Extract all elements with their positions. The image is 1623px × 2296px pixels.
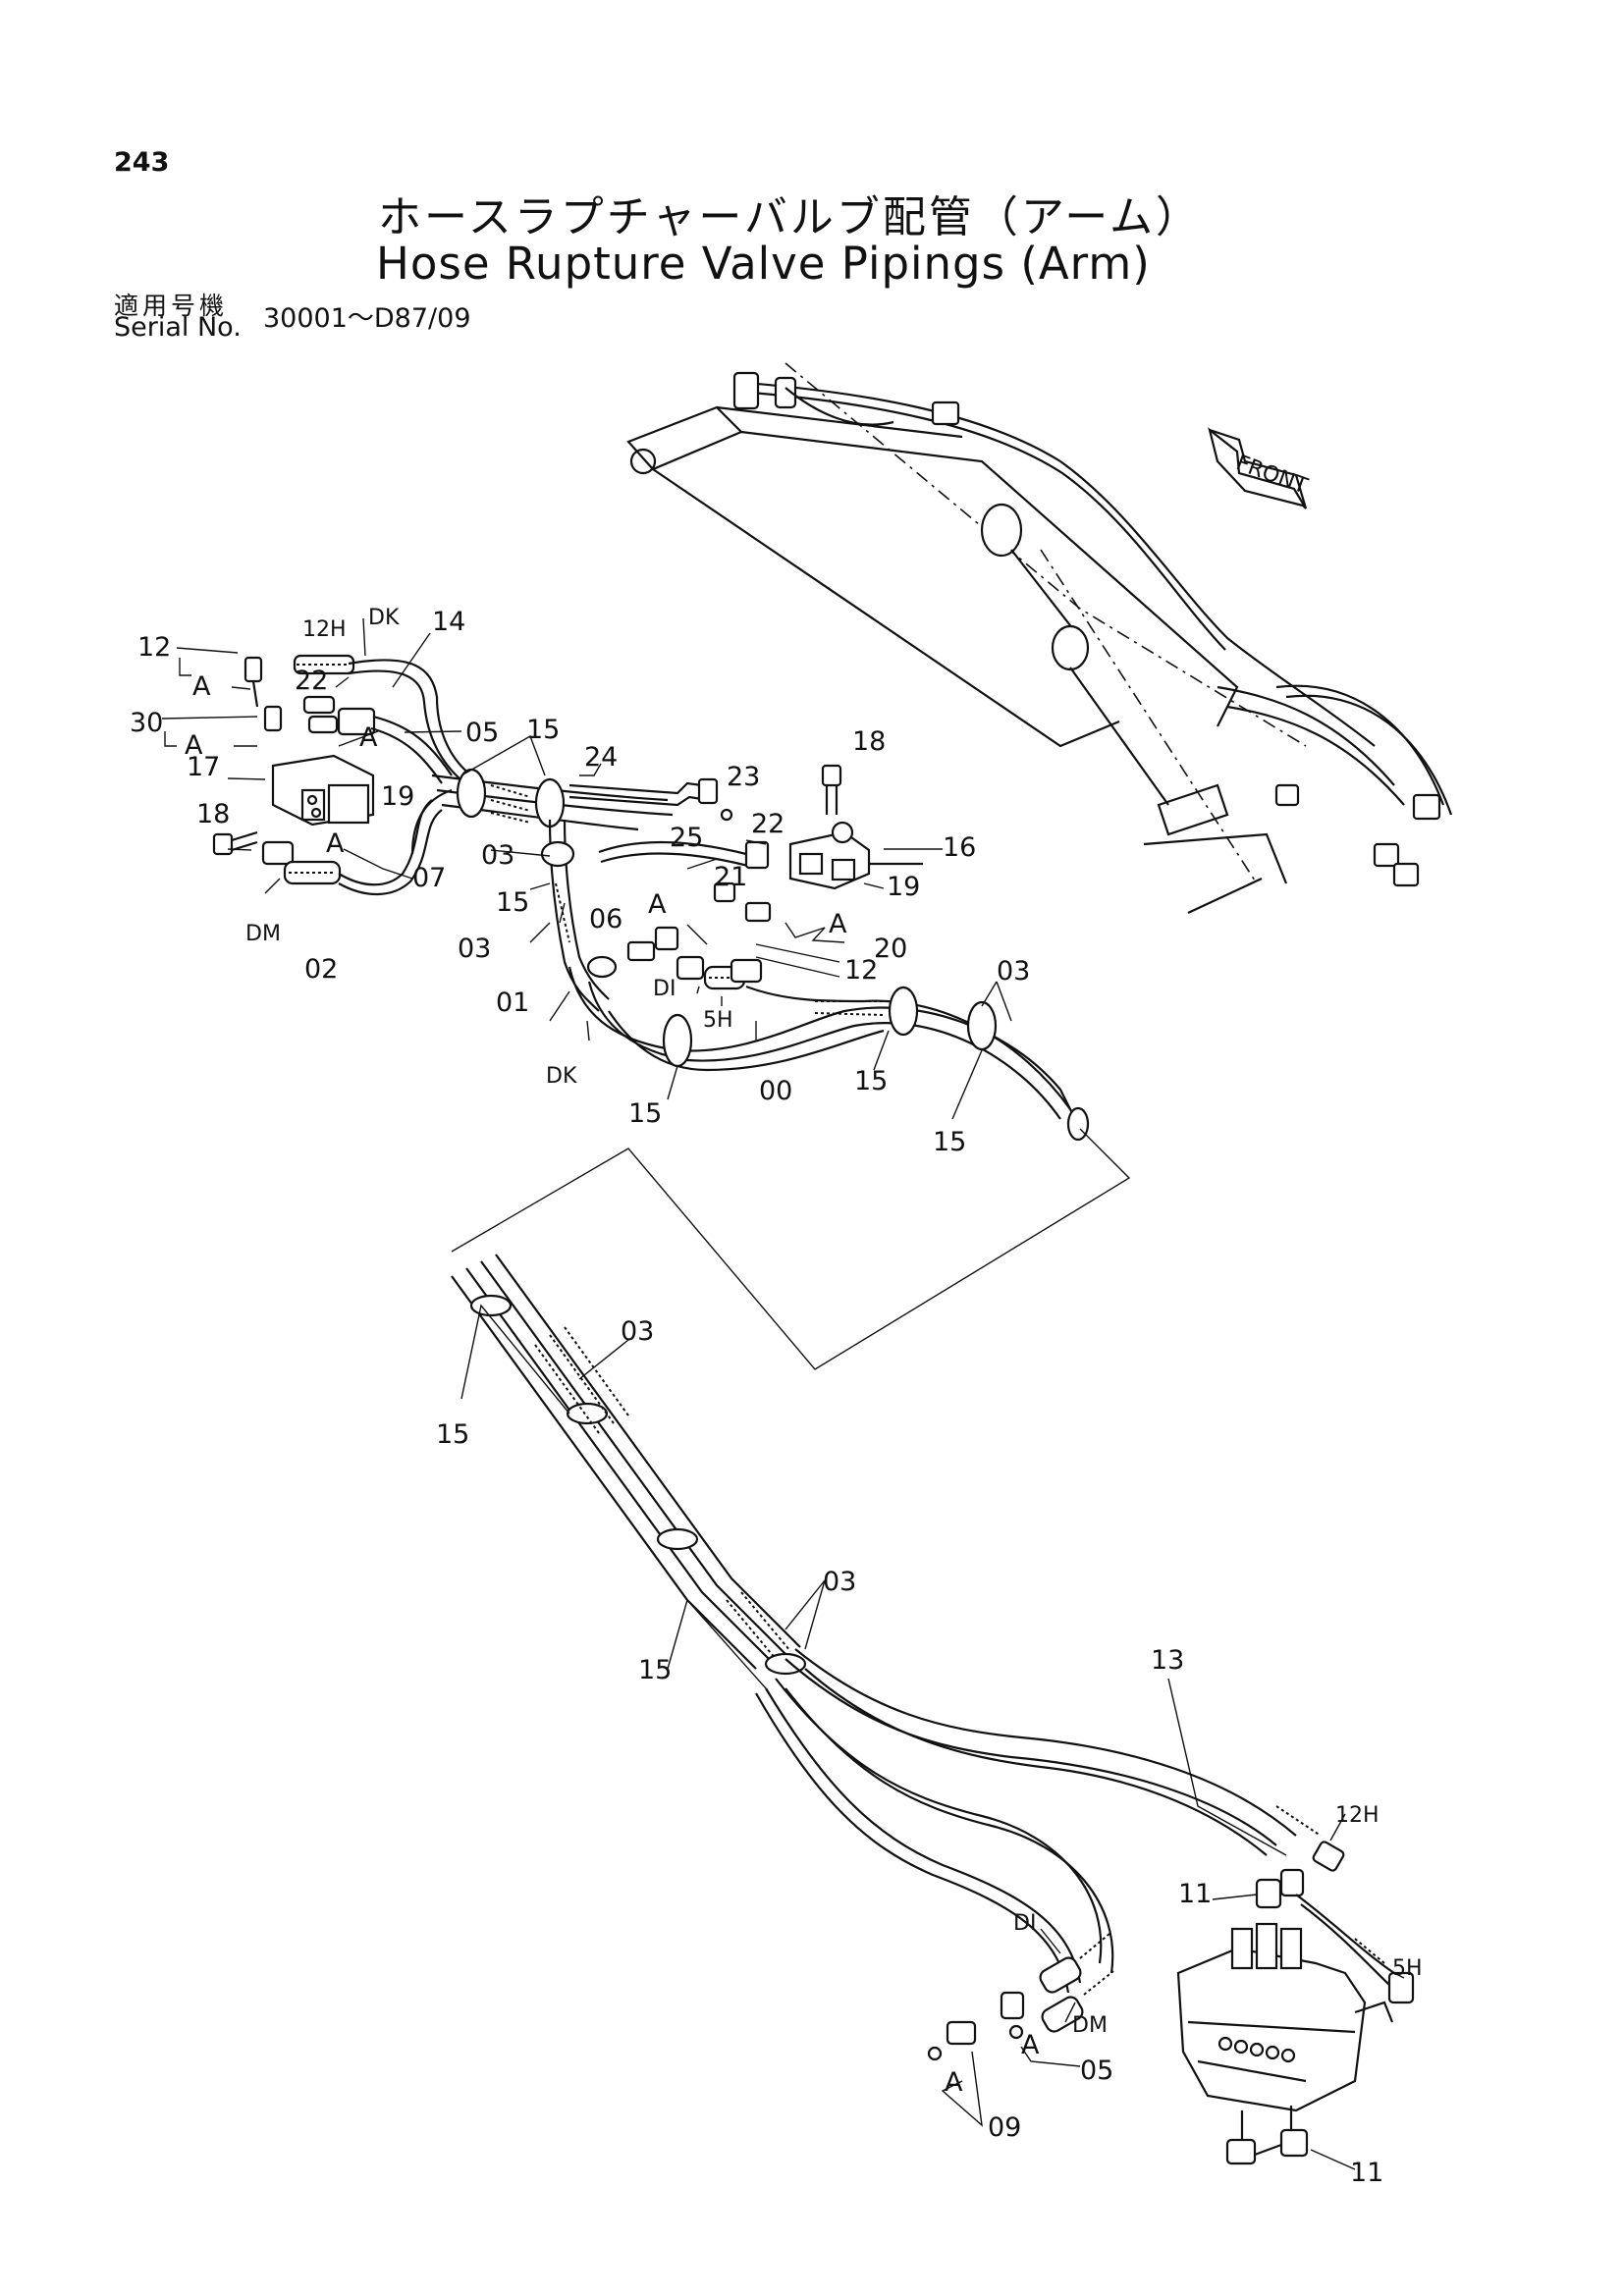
callout-dk: DK	[368, 606, 400, 630]
callout-15: 15	[526, 715, 560, 745]
serial-label-english: Serial No.	[114, 312, 242, 343]
callout-15: 15	[933, 1127, 966, 1157]
page-title-japanese: ホースラプチャーバルブ配管（アーム）	[378, 192, 1202, 242]
callout-11: 11	[1350, 2158, 1383, 2188]
callout-a: A	[185, 730, 203, 761]
callout-19: 19	[381, 781, 414, 812]
callout-24: 24	[584, 742, 618, 773]
callout-12: 12	[844, 955, 878, 986]
front-arrow: FRONT	[1208, 427, 1312, 509]
callout-13: 13	[1151, 1645, 1184, 1676]
callout-a: A	[648, 889, 667, 920]
upper-valve-assembly	[161, 617, 1090, 1142]
callout-22: 22	[751, 809, 784, 839]
callout-01: 01	[496, 988, 529, 1018]
callout-22: 22	[295, 666, 328, 696]
arm-assembly	[626, 362, 1453, 914]
callout-12h: 12H	[302, 617, 347, 642]
callout-15: 15	[854, 1066, 888, 1096]
callout-17: 17	[187, 752, 220, 782]
callout-07: 07	[412, 863, 446, 893]
callout-15: 15	[628, 1098, 662, 1129]
callout-di: DI	[653, 977, 676, 1001]
callout-15: 15	[496, 887, 529, 918]
callout-a: A	[326, 828, 345, 859]
callout-30: 30	[130, 708, 163, 738]
serial-label-japanese: 適用号機	[114, 292, 229, 320]
callout-16: 16	[943, 832, 976, 863]
callout-00: 00	[759, 1076, 792, 1106]
callout-05: 05	[465, 718, 499, 748]
callout-18: 18	[196, 799, 230, 829]
callout-03: 03	[823, 1567, 856, 1597]
front-arrow-label: FRONT	[1233, 451, 1312, 499]
callout-25: 25	[670, 823, 703, 853]
callout-09: 09	[988, 2112, 1021, 2143]
callout-dm: DM	[245, 922, 281, 946]
lower-hose-assembly	[451, 1254, 1415, 2170]
callout-14: 14	[432, 607, 465, 637]
callout-23: 23	[727, 762, 760, 792]
callout-5h: 5H	[1392, 1956, 1423, 1981]
callout-labels: 12 12H DK 14 A 22 30 A A 05 15 17 19 24 …	[130, 606, 1423, 2188]
callout-15: 15	[436, 1419, 469, 1450]
callout-05: 05	[1080, 2056, 1113, 2086]
page-title-english: Hose Rupture Valve Pipings (Arm)	[376, 238, 1151, 290]
callout-15: 15	[638, 1655, 672, 1685]
callout-a: A	[359, 722, 378, 753]
callout-19: 19	[887, 872, 920, 902]
callout-03: 03	[481, 840, 514, 871]
callout-a: A	[1021, 2030, 1040, 2060]
callout-03: 03	[458, 934, 491, 964]
callout-12h: 12H	[1335, 1803, 1380, 1828]
callout-20: 20	[874, 934, 907, 964]
callout-12: 12	[137, 632, 171, 663]
callout-di: DI	[1013, 1911, 1036, 1936]
callout-11: 11	[1178, 1879, 1212, 1909]
callout-dk: DK	[546, 1064, 577, 1089]
callout-02: 02	[304, 954, 338, 985]
callout-dm: DM	[1072, 2013, 1108, 2038]
serial-number-range: 30001～D87/09	[263, 303, 471, 334]
callout-06: 06	[589, 904, 622, 934]
callout-a: A	[945, 2067, 963, 2098]
callout-03: 03	[621, 1316, 654, 1347]
callout-21: 21	[714, 862, 747, 892]
callout-03: 03	[997, 956, 1030, 987]
callout-5h: 5H	[703, 1008, 733, 1033]
page-number: 243	[114, 147, 170, 178]
continuation-lines	[451, 1128, 1131, 1370]
callout-18: 18	[852, 726, 886, 757]
callout-a: A	[829, 909, 847, 939]
callout-a: A	[192, 671, 211, 702]
